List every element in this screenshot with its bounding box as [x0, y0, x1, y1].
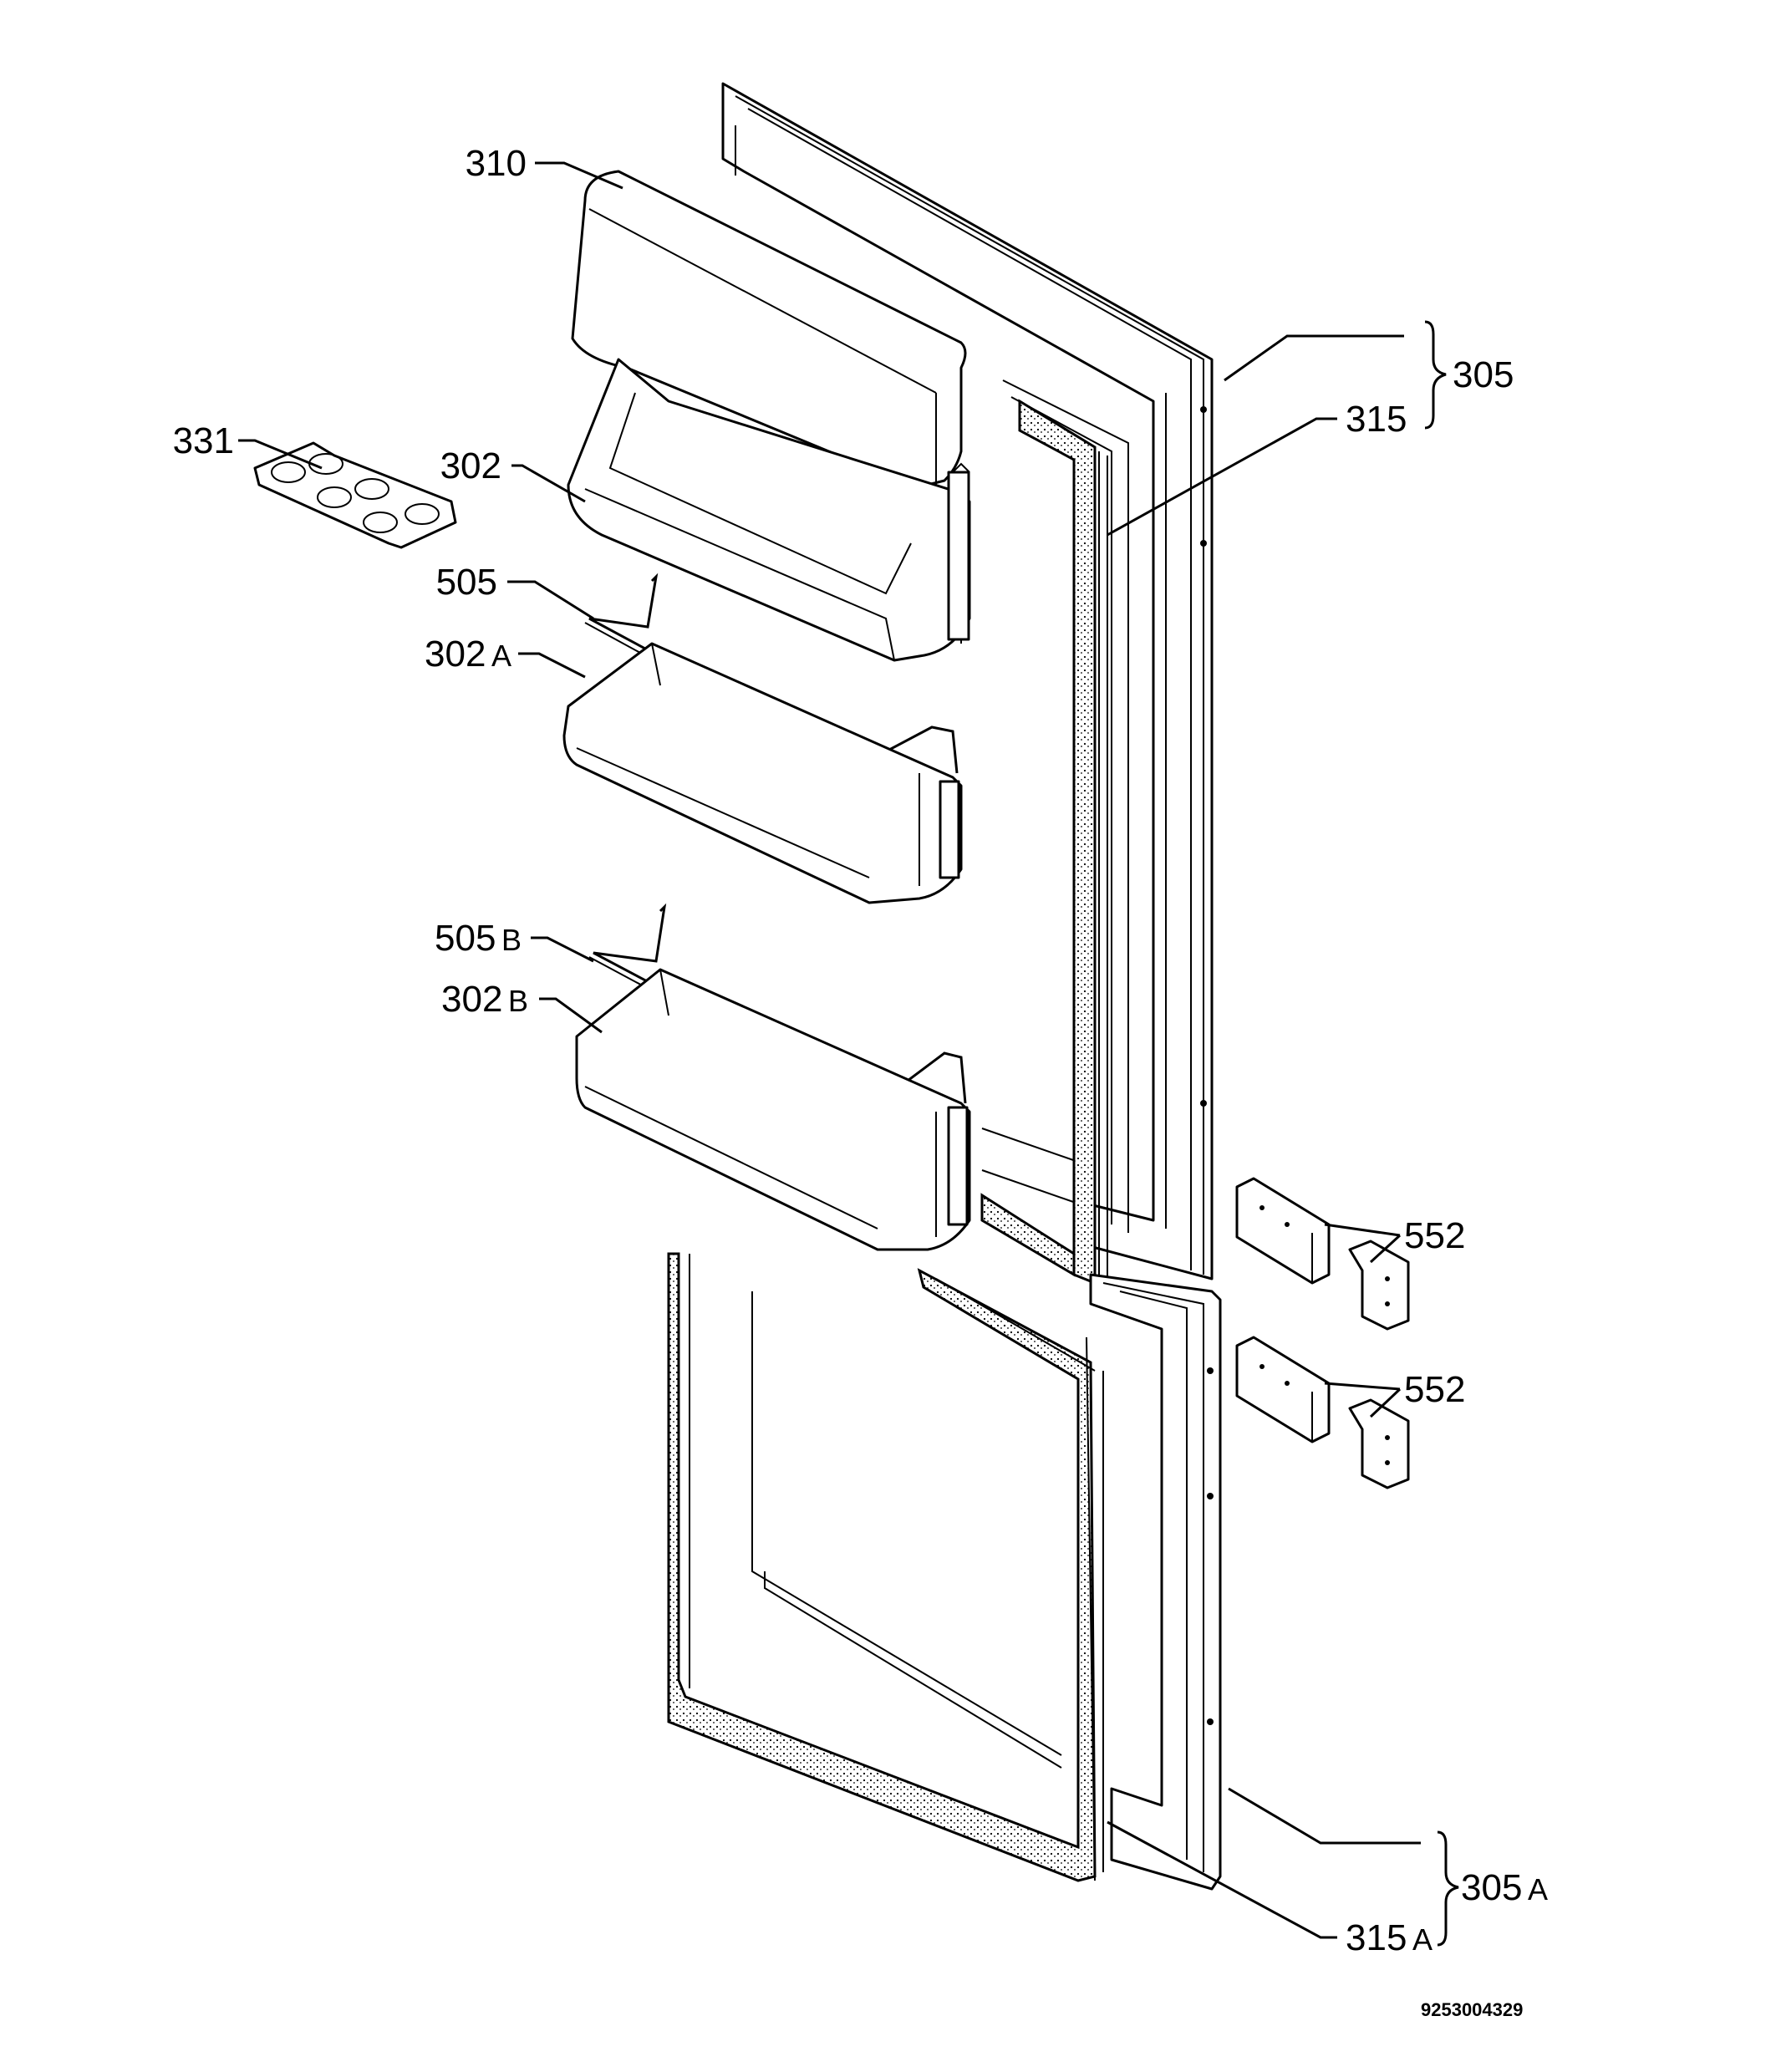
callout-302b: 302 B — [441, 979, 528, 1020]
svg-text:310: 310 — [466, 143, 527, 184]
svg-text:315: 315 — [1346, 1917, 1407, 1958]
lower-door-gasket-315a — [667, 1252, 1104, 1882]
svg-text:A: A — [491, 639, 511, 673]
svg-text:B: B — [501, 923, 522, 957]
document-id: 9253004329 — [1421, 1999, 1523, 2020]
hinge-552-lower — [1235, 1336, 1410, 1489]
callout-331: 331 — [173, 420, 234, 461]
svg-text:302: 302 — [425, 634, 486, 675]
svg-text:305: 305 — [1453, 354, 1514, 395]
svg-text:505: 505 — [435, 918, 496, 959]
door-shelf-302b — [575, 968, 971, 1251]
upper-door-inner-liner — [981, 379, 1129, 1233]
lower-door-inner-liner — [751, 1291, 1062, 1769]
door-shelf-302a — [562, 642, 963, 904]
callout-505: 505 — [436, 562, 497, 603]
callout-302: 302 — [440, 445, 501, 486]
shelf-cover-310 — [571, 170, 967, 495]
callout-552-upper: 552 — [1404, 1215, 1465, 1256]
egg-tray-331 — [253, 441, 457, 549]
callout-310: 310 — [466, 143, 527, 184]
upper-door-305 — [721, 82, 1214, 1280]
callout-305a: 305 A — [1461, 1867, 1548, 1908]
brace-305a — [1437, 1830, 1459, 1947]
svg-text:331: 331 — [173, 420, 234, 461]
svg-text:505: 505 — [436, 562, 497, 603]
brace-305 — [1424, 320, 1447, 430]
callout-315a: 315 A — [1346, 1917, 1433, 1958]
hinge-552-upper — [1235, 1177, 1410, 1331]
upper-door-gasket-315 — [980, 399, 1108, 1291]
svg-text:302: 302 — [440, 445, 501, 486]
callout-305: 305 — [1453, 354, 1514, 395]
leader-lines — [238, 161, 1421, 1939]
svg-text:552: 552 — [1404, 1215, 1465, 1256]
svg-text:A: A — [1412, 1922, 1433, 1957]
svg-text:A: A — [1528, 1872, 1548, 1907]
svg-text:305: 305 — [1461, 1867, 1522, 1908]
svg-text:315: 315 — [1346, 399, 1407, 440]
door-shelf-302 — [567, 358, 971, 662]
svg-text:302: 302 — [441, 979, 502, 1020]
callout-552-lower: 552 — [1404, 1369, 1465, 1410]
lower-door-305a — [1089, 1273, 1222, 1891]
callout-505b: 505 B — [435, 918, 522, 959]
svg-text:552: 552 — [1404, 1369, 1465, 1410]
svg-text:B: B — [508, 984, 528, 1018]
callout-315: 315 — [1346, 399, 1407, 440]
callout-302a: 302 A — [425, 634, 511, 675]
